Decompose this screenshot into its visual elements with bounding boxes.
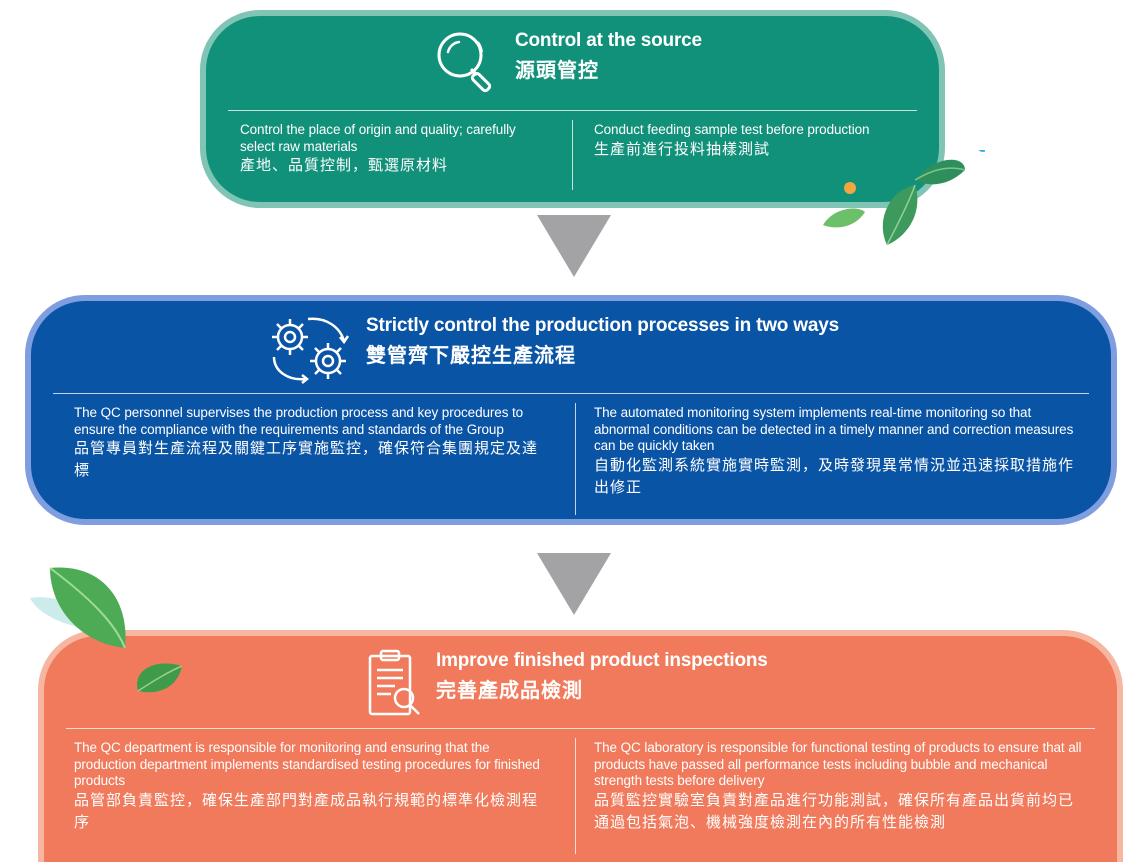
right-text-zh: 生產前進行投料抽樣測試 [594, 140, 771, 158]
inspection-right: The QC laboratory is responsible for fun… [594, 740, 1089, 834]
column-divider [575, 403, 576, 515]
inspection-left: The QC department is responsible for mon… [74, 740, 544, 834]
divider [53, 393, 1089, 394]
flow-arrow-down-icon [537, 553, 611, 615]
left-text-en: Control the place of origin and quality;… [240, 122, 516, 154]
left-text-zh: 品管專員對生產流程及關鍵工序實施監控，確保符合集團規定及達標 [74, 440, 539, 479]
production-control-title-zh: 雙管齊下嚴控生產流程 [366, 345, 576, 367]
source-control-left: Control the place of origin and quality;… [240, 122, 540, 177]
source-control-title-en: Control at the source [515, 30, 702, 51]
leaf-decoration-icon [823, 150, 985, 246]
production-control-title-en: Strictly control the production processe… [366, 315, 839, 336]
right-text-zh: 自動化監測系統實施實時監測，及時發現異常情況並迅速採取措施作出修正 [594, 456, 1075, 496]
right-text-en: The automated monitoring system implemen… [594, 405, 1074, 453]
source-control-right: Conduct feeding sample test before produ… [594, 122, 924, 161]
production-control-panel: Strictly control the production processe… [25, 295, 1117, 525]
flow-arrow-down-icon [537, 215, 611, 277]
right-text-en: Conduct feeding sample test before produ… [594, 122, 870, 137]
left-text-zh: 產地、品質控制，甄選原材料 [240, 157, 449, 174]
gears-cycle-icon [272, 317, 350, 384]
production-control-left: The QC personnel supervises the producti… [74, 405, 544, 482]
column-divider [572, 120, 573, 190]
source-control-header: Control at the source 源頭管控 [433, 28, 702, 96]
column-divider [575, 738, 576, 854]
left-text-en: The QC personnel supervises the producti… [74, 405, 524, 437]
production-control-header: Strictly control the production processe… [266, 313, 839, 385]
production-control-right: The automated monitoring system implemen… [594, 405, 1089, 499]
inspection-header: Improve finished product inspections 完善產… [366, 648, 768, 720]
divider [228, 110, 917, 111]
source-control-title-zh: 源頭管控 [515, 60, 599, 82]
right-text-en: The QC laboratory is responsible for fun… [594, 740, 1082, 788]
divider [66, 728, 1095, 729]
inspection-panel: Improve finished product inspections 完善產… [38, 630, 1123, 862]
left-text-zh: 品管部負責監控，確保生產部門對產成品執行規範的標準化檢測程序 [74, 791, 539, 831]
clipboard-inspection-icon [368, 649, 420, 716]
leaf-decoration-icon [30, 567, 183, 693]
inspection-title-zh: 完善產成品檢測 [436, 680, 583, 702]
left-text-en: The QC department is responsible for mon… [74, 740, 540, 788]
right-text-zh: 品質監控實驗室負責對產品進行功能測試，確保所有產品出貨前均已通過包括氣泡、機械強… [594, 791, 1075, 831]
inspection-title-en: Improve finished product inspections [436, 650, 768, 671]
magnifier-icon [437, 32, 492, 93]
source-control-panel: Control at the source 源頭管控 Control the p… [200, 10, 945, 208]
